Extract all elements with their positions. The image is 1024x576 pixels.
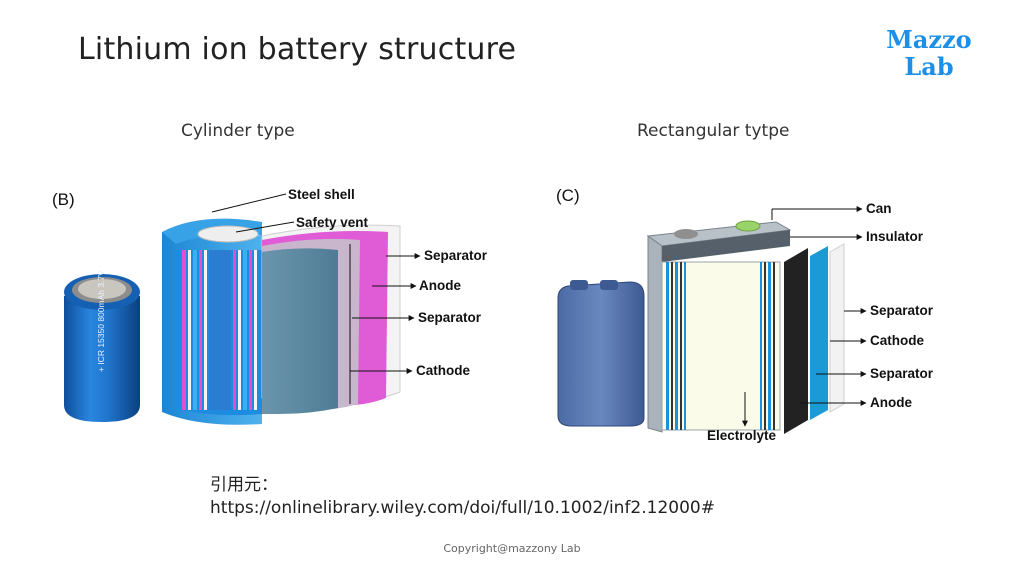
page-title: Lithium ion battery structure (78, 32, 517, 67)
label-cathode: Cathode (416, 363, 470, 378)
label-separator-2: Separator (418, 310, 482, 325)
prismatic-cell-photo (557, 280, 645, 427)
label-safety-vent: Safety vent (296, 215, 369, 230)
rectangular-type-heading: Rectangular tytpe (637, 121, 790, 141)
rectangular-labels: Can Insulator Separator Cathode Separato… (707, 201, 934, 443)
label-steel-shell: Steel shell (288, 187, 355, 202)
label-insulator: Insulator (866, 229, 924, 244)
label-cathode-rect: Cathode (870, 333, 924, 348)
panel-label-b: (B) (52, 190, 75, 209)
cylinder-labels: Steel shell Safety vent Separator Anode … (211, 187, 488, 378)
label-anode-rect: Anode (870, 395, 912, 410)
cylinder-inner-layers (182, 250, 257, 410)
citation-url[interactable]: https://onlinelibrary.wiley.com/doi/full… (210, 498, 715, 518)
rectangular-diagram: (C) (556, 186, 934, 443)
label-can: Can (866, 201, 892, 216)
cylindrical-cell-photo: + ICR 15350 800mAh 3.7V - (64, 265, 140, 422)
logo-line-2: Lab (904, 52, 954, 81)
panel-label-c: (C) (556, 186, 580, 205)
cylinder-diagram: (B) + ICR 15350 800mAh 3.7V - (52, 187, 488, 425)
label-separator-a: Separator (870, 303, 934, 318)
logo-line-1: Mazzo (886, 25, 972, 54)
label-separator-1: Separator (424, 248, 488, 263)
cylinder-cutaway (162, 218, 401, 425)
rectangular-can (646, 220, 792, 433)
citation-prefix: 引用元： (210, 475, 278, 495)
cylinder-type-heading: Cylinder type (181, 121, 295, 141)
cell-print-text: + ICR 15350 800mAh 3.7V - (96, 265, 106, 372)
brand-logo: Mazzo Lab (874, 26, 984, 80)
rectangular-sheets (784, 243, 845, 434)
label-electrolyte: Electrolyte (707, 428, 777, 443)
copyright-footer: Copyright@mazzony Lab (443, 542, 581, 555)
rectangular-inner-layers (666, 262, 775, 430)
label-anode: Anode (419, 278, 461, 293)
citation: 引用元： https://onlinelibrary.wiley.com/doi… (210, 474, 715, 520)
label-separator-b: Separator (870, 366, 934, 381)
